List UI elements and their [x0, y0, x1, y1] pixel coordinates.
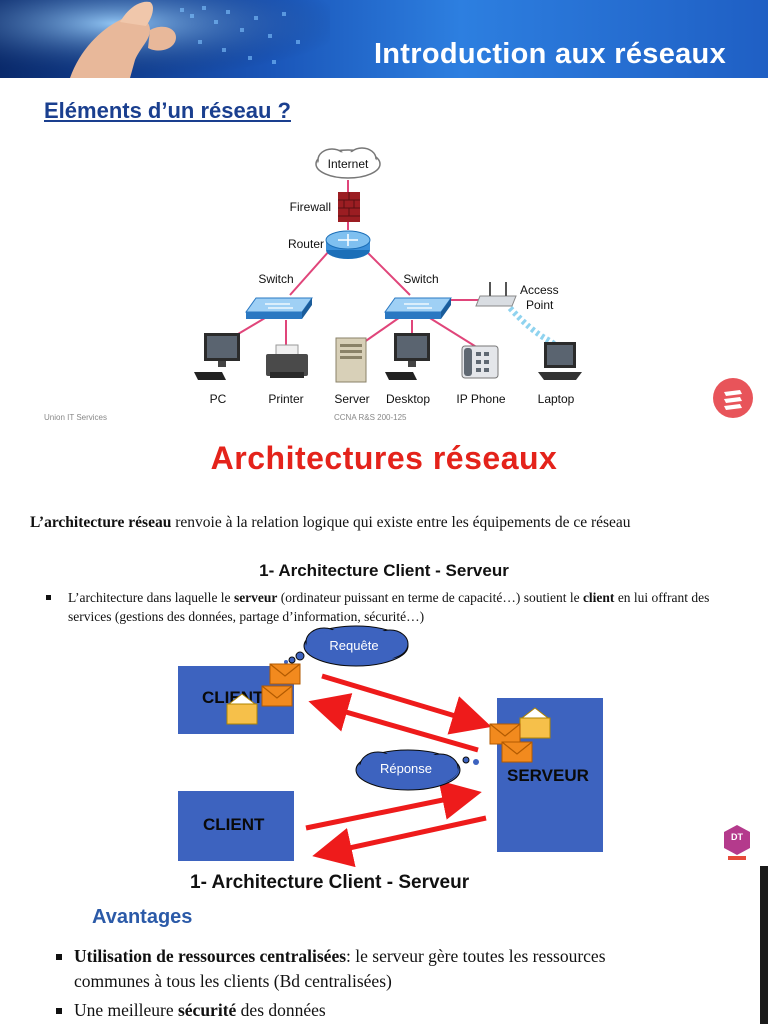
internet-cloud-icon [315, 147, 381, 179]
desktop-icon [385, 333, 430, 380]
avantages-heading: Avantages [92, 906, 193, 928]
pc-icon [194, 333, 240, 380]
advantage-2-bold: sécurité [177, 1000, 237, 1020]
firewall-label: Firewall [290, 200, 331, 214]
architecture-heading: 1- Architecture Client - Serveur [259, 561, 509, 580]
device-label-printer: Printer [268, 392, 303, 406]
diagram-overlay: Requête Réponse [226, 625, 551, 868]
client-server-diagram: CLIENT CLIENT SERVEUR Requête [0, 620, 768, 870]
device-label-laptop: Laptop [538, 392, 575, 406]
side-panel-edge [760, 866, 768, 1024]
architectures-title: Architectures réseaux [210, 440, 558, 476]
open-envelope-icon [226, 693, 258, 725]
response-arrow-1 [308, 693, 479, 753]
advantage-2-p1: Une meilleure [74, 1000, 178, 1020]
client-box-2: CLIENT [178, 791, 294, 861]
server-label: SERVEUR [507, 766, 589, 785]
device-label-desktop: Desktop [386, 392, 430, 406]
switch-right-label: Switch [403, 272, 438, 286]
desc-part1: L’architecture dans laquelle le [68, 590, 234, 605]
envelope-icon [501, 741, 533, 763]
switch-left-label: Switch [258, 272, 293, 286]
advantage-1: Utilisation de ressources centralisées: … [74, 944, 634, 994]
switch-left-icon [245, 297, 313, 319]
channel-logo-icon [713, 378, 753, 418]
access-point-icon [475, 282, 517, 307]
desc-part2: (ordinateur puissant en terme de capacit… [277, 590, 583, 605]
ip-phone-icon [461, 345, 499, 379]
request-arrow-1 [321, 673, 492, 735]
access-point-label-line1: Access [520, 283, 559, 297]
advantage-1-bold: Utilisation de ressources centralisées [74, 946, 347, 966]
switch-right-icon [384, 297, 452, 319]
internet-label: Internet [328, 157, 369, 171]
access-point-label-line2: Point [526, 298, 554, 312]
architecture-heading-2: 1- Architecture Client - Serveur [190, 872, 470, 893]
envelope-icon [489, 723, 521, 745]
dt-badge-label: DT [731, 832, 743, 842]
response-label: Réponse [380, 761, 432, 776]
device-label-pc: PC [210, 392, 227, 406]
dt-badge: DT [722, 824, 752, 862]
architecture-description: L’architecture dans laquelle le serveur … [68, 588, 738, 626]
envelope-icon [269, 663, 301, 685]
request-arrow-2 [305, 780, 482, 831]
desc-server-bold: serveur [233, 590, 278, 605]
bullet-marker [46, 595, 51, 600]
hand-globe-graphic [0, 0, 330, 78]
printer-icon [266, 344, 308, 378]
device-label-server: Server [334, 392, 369, 406]
server-icon [335, 337, 367, 383]
footer-left: Union IT Services [44, 413, 107, 422]
open-envelope-icon [519, 707, 551, 739]
response-cloud-icon [355, 749, 479, 791]
advantage-2: Une meilleure sécurité des données [74, 998, 634, 1023]
device-label-ip-phone: IP Phone [456, 392, 505, 406]
router-label: Router [288, 237, 324, 251]
request-label: Requête [329, 638, 378, 653]
slide-heading: Eléments d’un réseau ? [44, 98, 291, 123]
desc-part3: en lui offrant des services (gestions de… [68, 590, 710, 624]
envelope-icon [261, 685, 293, 707]
bullet-marker [56, 954, 62, 960]
dt-badge-icon [724, 825, 750, 860]
footer-center: CCNA R&S 200-125 [334, 413, 407, 422]
bullet-marker [56, 1008, 62, 1014]
intro-paragraph: L’architecture réseau renvoie à la relat… [30, 512, 750, 533]
slide-banner: Introduction aux réseaux [0, 0, 768, 78]
banner-title: Introduction aux réseaux [373, 38, 726, 70]
laptop-icon [538, 342, 582, 380]
network-diagram: Internet Firewall Router Switch [44, 147, 582, 422]
advantage-2-p2: des données [236, 1000, 326, 1020]
intro-bold: L’architecture réseau [30, 514, 172, 531]
desc-client-bold: client [582, 590, 615, 605]
client-label-2: CLIENT [203, 815, 265, 834]
request-cloud-icon [284, 625, 409, 667]
intro-rest: renvoie à la relation logique qui existe… [171, 514, 631, 531]
response-arrow-2 [312, 815, 487, 868]
network-elements-slide: Introduction aux réseaux Eléments d’un r… [0, 0, 768, 425]
advantage-1-rest: : le serveur gère toutes les ressources … [74, 946, 606, 991]
router-icon [325, 230, 371, 259]
firewall-icon [338, 192, 360, 222]
